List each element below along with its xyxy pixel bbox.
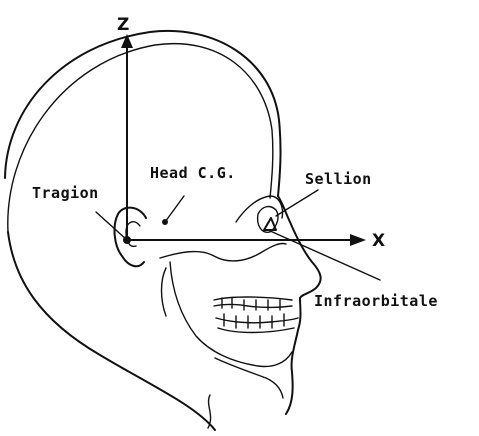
teeth-lower — [216, 314, 298, 333]
x-axis-label: X — [372, 231, 385, 251]
cheekbone-line — [160, 243, 286, 260]
teeth-upper — [214, 297, 292, 310]
neck-back-line — [8, 232, 215, 430]
head-cg-label: Head C.G. — [150, 164, 236, 182]
sellion-label: Sellion — [305, 170, 372, 188]
eye-inner-triangle — [264, 218, 276, 230]
infraorbitale-leader — [268, 230, 380, 280]
tragion-leader — [96, 212, 127, 240]
skull-inner-outline — [8, 44, 273, 232]
infraorbitale-label: Infraorbitale — [314, 292, 438, 310]
ramus-line — [162, 268, 167, 316]
ear-outer — [115, 208, 146, 267]
x-axis-arrowhead — [350, 234, 366, 246]
head-cg-leader — [165, 196, 184, 222]
tragion-label: Tragion — [32, 184, 99, 202]
jaw-line — [170, 262, 292, 366]
z-axis-label: Z — [117, 15, 129, 35]
skull-outline — [5, 31, 281, 196]
